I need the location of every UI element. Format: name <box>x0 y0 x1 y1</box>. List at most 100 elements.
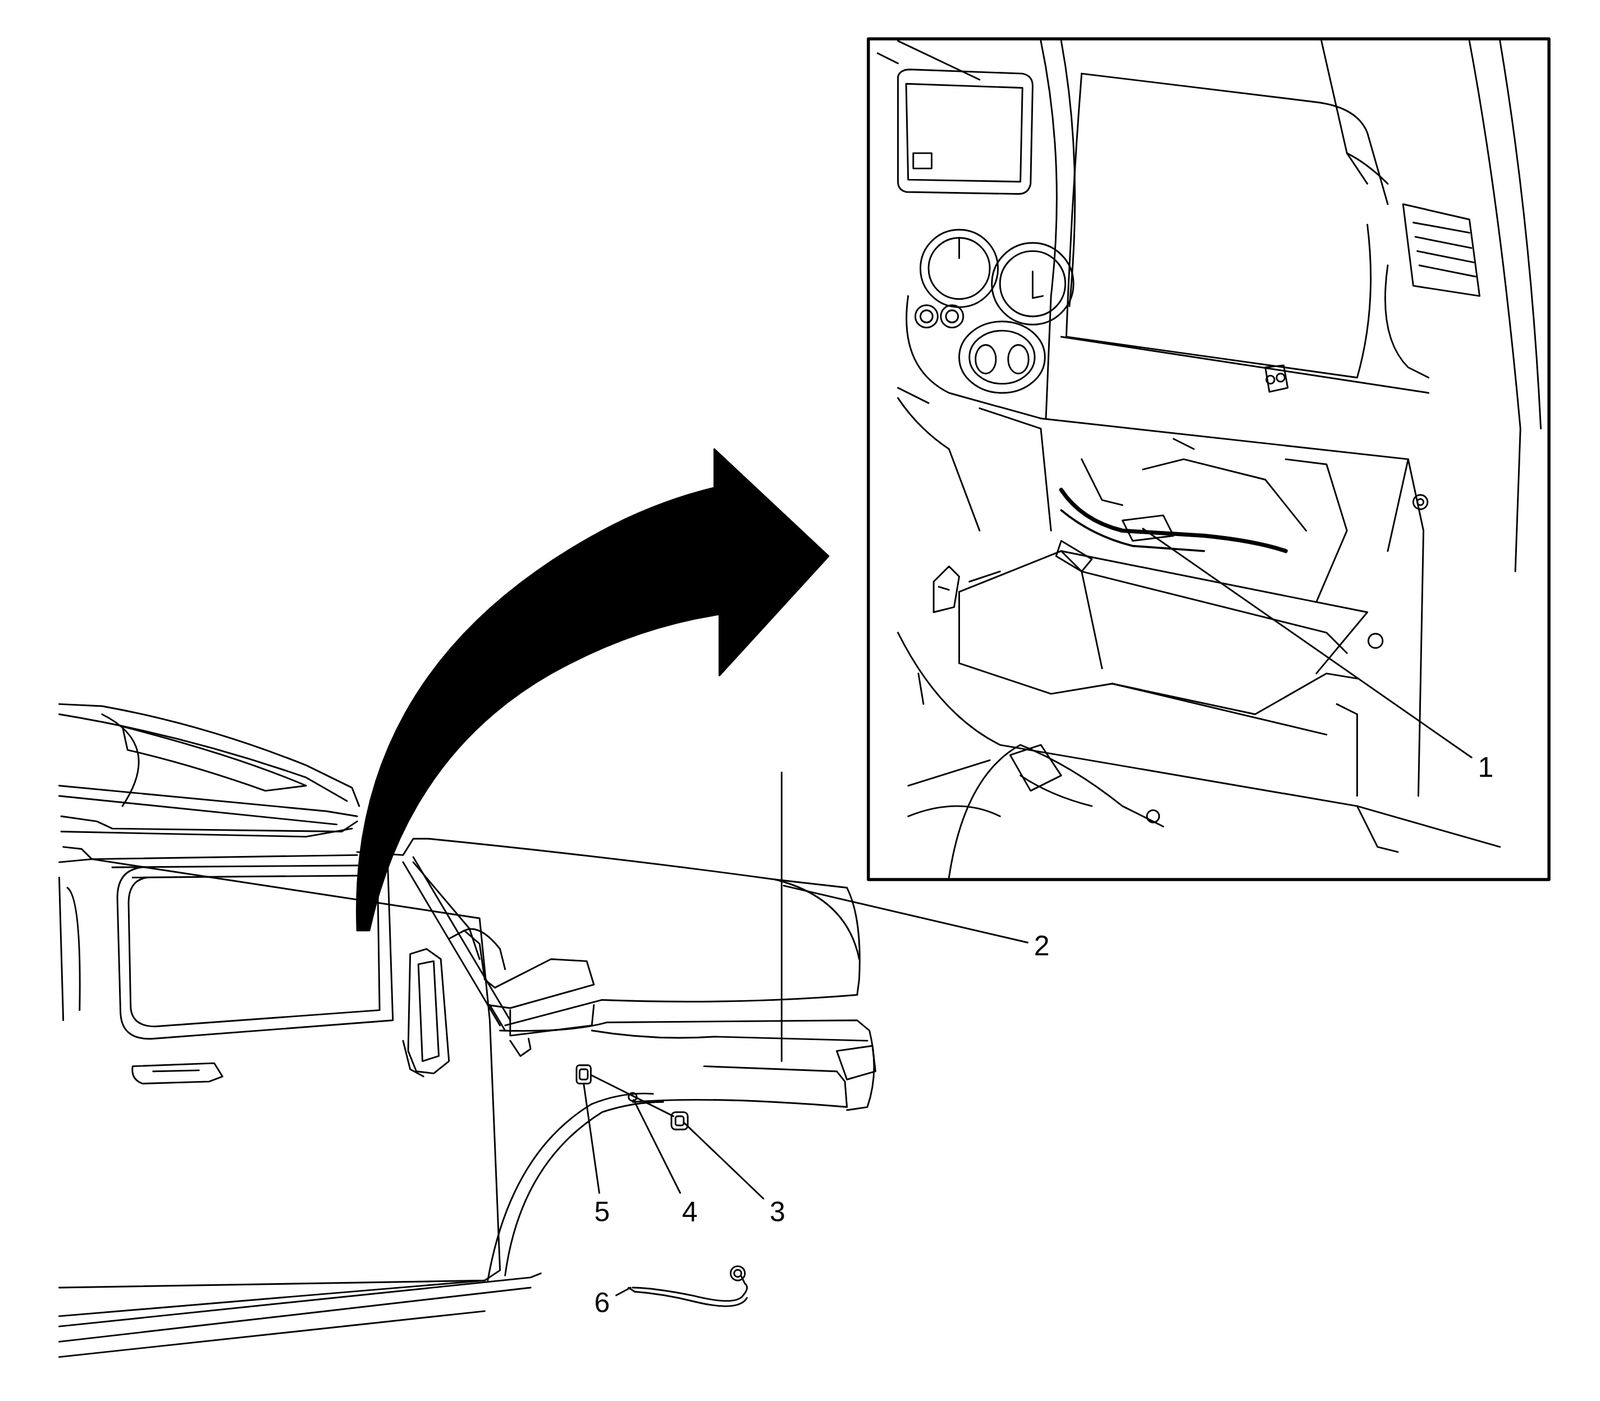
drawing-line <box>897 398 980 531</box>
drawing-line <box>730 1266 745 1281</box>
drawing-line <box>906 295 1041 419</box>
drawing-line <box>1112 673 1357 715</box>
drawing-line <box>1266 375 1275 384</box>
drawing-line <box>1061 510 1204 552</box>
drawing-line <box>734 1269 742 1278</box>
drawing-line <box>153 1070 200 1072</box>
drawing-line <box>413 857 511 1021</box>
drawing-line <box>1413 222 1470 233</box>
dashboard-detail <box>877 40 1541 878</box>
drawing-line <box>1276 373 1286 382</box>
drawing-line <box>408 949 450 1074</box>
grommet-inner <box>579 1069 588 1080</box>
drawing-line <box>999 250 1065 317</box>
drawing-line <box>132 1063 223 1084</box>
drawing-line <box>908 806 1001 817</box>
drawing-line <box>920 229 998 308</box>
drawing-line <box>58 714 347 802</box>
drawing-line <box>413 862 480 960</box>
drawing-line <box>959 551 1368 674</box>
drawing-line <box>877 53 898 64</box>
vehicle-body <box>58 704 876 1357</box>
drawing-line <box>992 243 1074 325</box>
drawing-line <box>1081 459 1123 506</box>
drawing-line <box>1384 265 1429 378</box>
drawing-line <box>969 571 1001 582</box>
drawing-line <box>1173 439 1194 450</box>
drawing-line <box>1387 459 1408 552</box>
drawing-line <box>428 838 847 888</box>
harness-run <box>591 1075 674 1117</box>
drawing-line <box>58 859 500 1288</box>
drawing-line <box>945 310 959 323</box>
drawing-line <box>933 566 959 613</box>
drawing-line <box>948 744 1164 878</box>
drawing-line <box>1040 40 1057 419</box>
drawing-line <box>1008 345 1029 374</box>
drawing-line <box>1336 704 1357 797</box>
callout-number: 2 <box>1031 930 1053 962</box>
drawing-line <box>1061 490 1286 552</box>
drawing-line <box>1402 204 1480 297</box>
drawing-line <box>959 591 1327 735</box>
inset-frame <box>868 38 1549 880</box>
drawing-line <box>959 321 1046 393</box>
grommet <box>576 1065 591 1085</box>
drawing-line <box>500 1020 875 1111</box>
drawing-line <box>897 387 929 404</box>
drawing-line <box>938 586 949 590</box>
callout-number: 4 <box>679 1196 701 1228</box>
drawing-line <box>920 310 933 323</box>
drawing-line <box>913 153 932 169</box>
drawing-line <box>1122 515 1174 541</box>
drawing-line <box>780 772 783 1062</box>
drawing-line <box>1081 73 1388 205</box>
drawing-line <box>102 714 139 807</box>
drawing-line <box>969 330 1035 384</box>
drawing-line <box>1020 775 1092 807</box>
leader-line <box>783 885 1028 943</box>
drawing-line <box>1081 571 1348 653</box>
drawing-line <box>403 1040 424 1077</box>
drawing-line <box>418 961 439 1062</box>
drawing-line <box>1417 499 1424 506</box>
drawing-line <box>1417 250 1474 263</box>
drawing-line <box>58 796 337 825</box>
drawing-line <box>1413 495 1428 510</box>
drawing-line <box>128 875 380 1027</box>
leader-line <box>583 1084 600 1194</box>
leader-line <box>683 1122 764 1200</box>
drawing-line <box>836 1045 876 1080</box>
drawing-line <box>979 408 1051 531</box>
connector <box>671 1112 688 1130</box>
drawing-line <box>634 1291 748 1307</box>
drawing-line <box>1066 73 1371 378</box>
drawing-line <box>487 1093 653 1281</box>
callout-number: 1 <box>1475 752 1497 783</box>
drawing-line <box>122 726 306 792</box>
drawing-line <box>940 305 964 328</box>
leader-line <box>616 1287 632 1296</box>
callout-number: 5 <box>591 1196 612 1228</box>
drawing-line <box>897 69 1033 195</box>
drawing-line <box>591 1030 868 1041</box>
drawing-line <box>1032 271 1043 299</box>
drawing-line <box>1285 459 1347 602</box>
drawing-line <box>906 83 1023 182</box>
callout-number: 3 <box>767 1196 788 1228</box>
drawing-line <box>1321 40 1368 184</box>
drawing-line <box>1356 806 1398 853</box>
drawing-line <box>1143 459 1307 531</box>
drawing-line <box>975 345 996 374</box>
drawing-line <box>1368 633 1383 648</box>
drawing-line <box>1146 810 1160 823</box>
drawing-line <box>632 1066 848 1108</box>
drawing-line <box>897 40 980 80</box>
drawing-line <box>505 1102 664 1276</box>
drawing-line <box>63 847 358 860</box>
drawing-line <box>1419 265 1476 277</box>
drawing-line <box>928 238 990 300</box>
drawing-line <box>775 879 859 960</box>
drawing-line <box>61 816 358 832</box>
drawing-line <box>1500 40 1542 429</box>
